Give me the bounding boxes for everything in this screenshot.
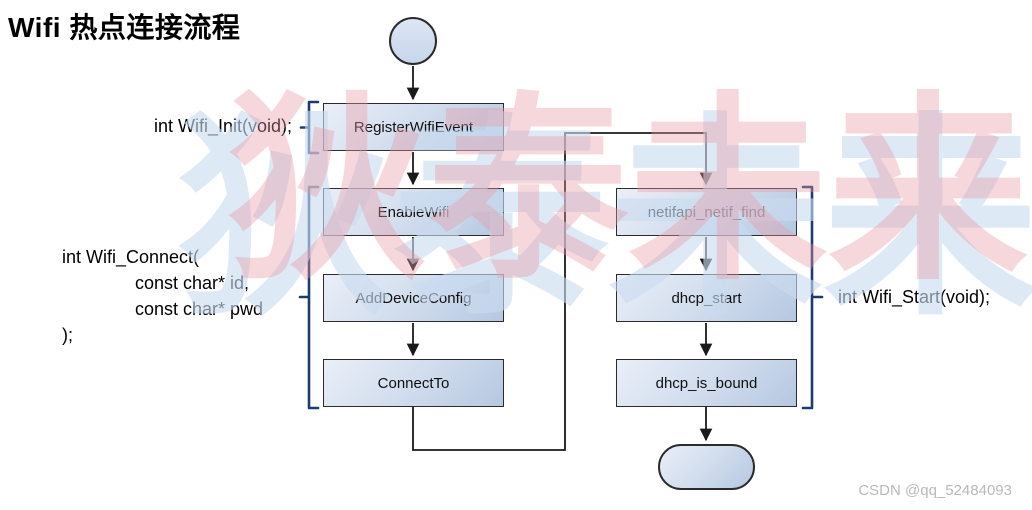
end-node <box>658 444 755 490</box>
node-label: RegisterWifiEvent <box>353 118 474 136</box>
node-dhcp-start: dhcp_start <box>616 274 797 322</box>
node-register-wifi-event: RegisterWifiEvent <box>323 103 504 151</box>
annotation-line: const char* pwd <box>135 299 264 319</box>
bracket-wifi-start <box>801 185 824 410</box>
node-label: ConnectTo <box>377 374 450 392</box>
node-netifapi-netif-find: netifapi_netif_find <box>616 188 797 236</box>
page-title: Wifi 热点连接流程 <box>8 12 241 43</box>
node-dhcp-is-bound: dhcp_is_bound <box>616 359 797 407</box>
annotation-line: ); <box>62 325 73 345</box>
annotation-wifi-connect: int Wifi_Connect( const char* id, const … <box>62 244 263 348</box>
node-label: AddDeviceConfig <box>355 289 472 307</box>
annotation-wifi-start: int Wifi_Start(void); <box>838 287 991 307</box>
node-label: netifapi_netif_find <box>647 203 766 221</box>
start-node <box>389 17 437 65</box>
watermark-credit: CSDN @qq_52484093 <box>858 482 1012 499</box>
node-label: EnableWifi <box>377 203 450 221</box>
node-label: dhcp_is_bound <box>655 374 758 392</box>
bracket-wifi-connect <box>298 185 320 410</box>
node-enable-wifi: EnableWifi <box>323 188 504 236</box>
annotation-wifi-init: int Wifi_Init(void); <box>153 116 292 136</box>
node-label: dhcp_start <box>671 289 742 307</box>
annotation-line: const char* id, <box>135 273 250 293</box>
connector-connectto-to-netiffind <box>412 132 713 451</box>
annotation-line: int Wifi_Connect( <box>62 247 200 267</box>
node-add-device-config: AddDeviceConfig <box>323 274 504 322</box>
node-connect-to: ConnectTo <box>323 359 504 407</box>
bracket-wifi-init <box>299 100 320 155</box>
